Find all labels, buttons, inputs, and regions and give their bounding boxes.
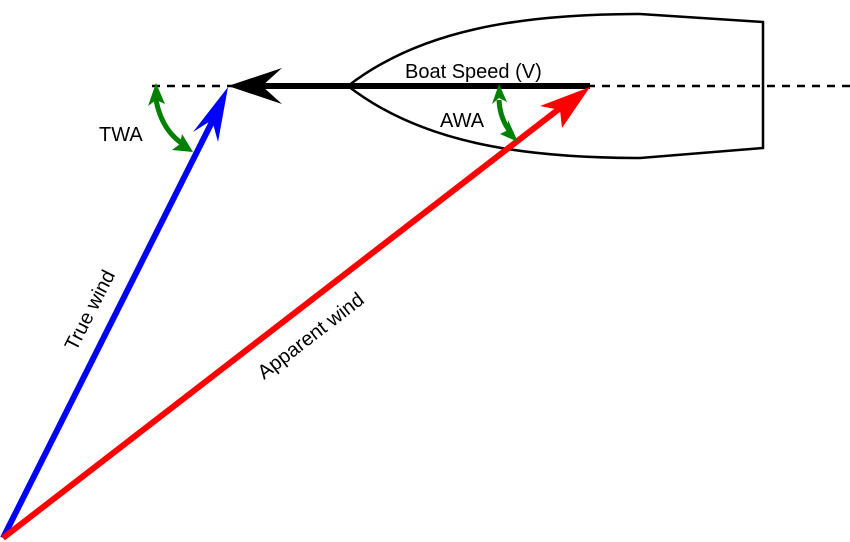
boat-speed-arrowhead bbox=[228, 68, 282, 104]
twa-label: TWA bbox=[99, 124, 143, 146]
awa-arc-arrowhead-bottom bbox=[500, 120, 518, 142]
boat-speed-label: Boat Speed (V) bbox=[405, 61, 542, 83]
true-wind-shaft bbox=[0, 108, 221, 540]
awa-label: AWA bbox=[440, 110, 485, 132]
true-wind-arrow bbox=[0, 87, 228, 540]
apparent-wind-shaft bbox=[1, 99, 570, 541]
twa-arc-arrowhead-top bbox=[148, 83, 165, 106]
true-wind-arrowhead bbox=[193, 87, 228, 142]
apparent-wind-arrowhead bbox=[540, 87, 590, 128]
apparent-wind-arrow bbox=[1, 87, 590, 541]
boat-speed-arrow bbox=[228, 68, 590, 104]
twa-angle-arc bbox=[148, 83, 193, 152]
true-wind-label: True wind bbox=[61, 267, 120, 355]
awa-angle-arc bbox=[492, 84, 518, 142]
boat-hull bbox=[345, 12, 765, 160]
awa-arc-arrowhead-top bbox=[492, 84, 507, 104]
twa-arc-arrowhead-bottom bbox=[172, 134, 193, 152]
